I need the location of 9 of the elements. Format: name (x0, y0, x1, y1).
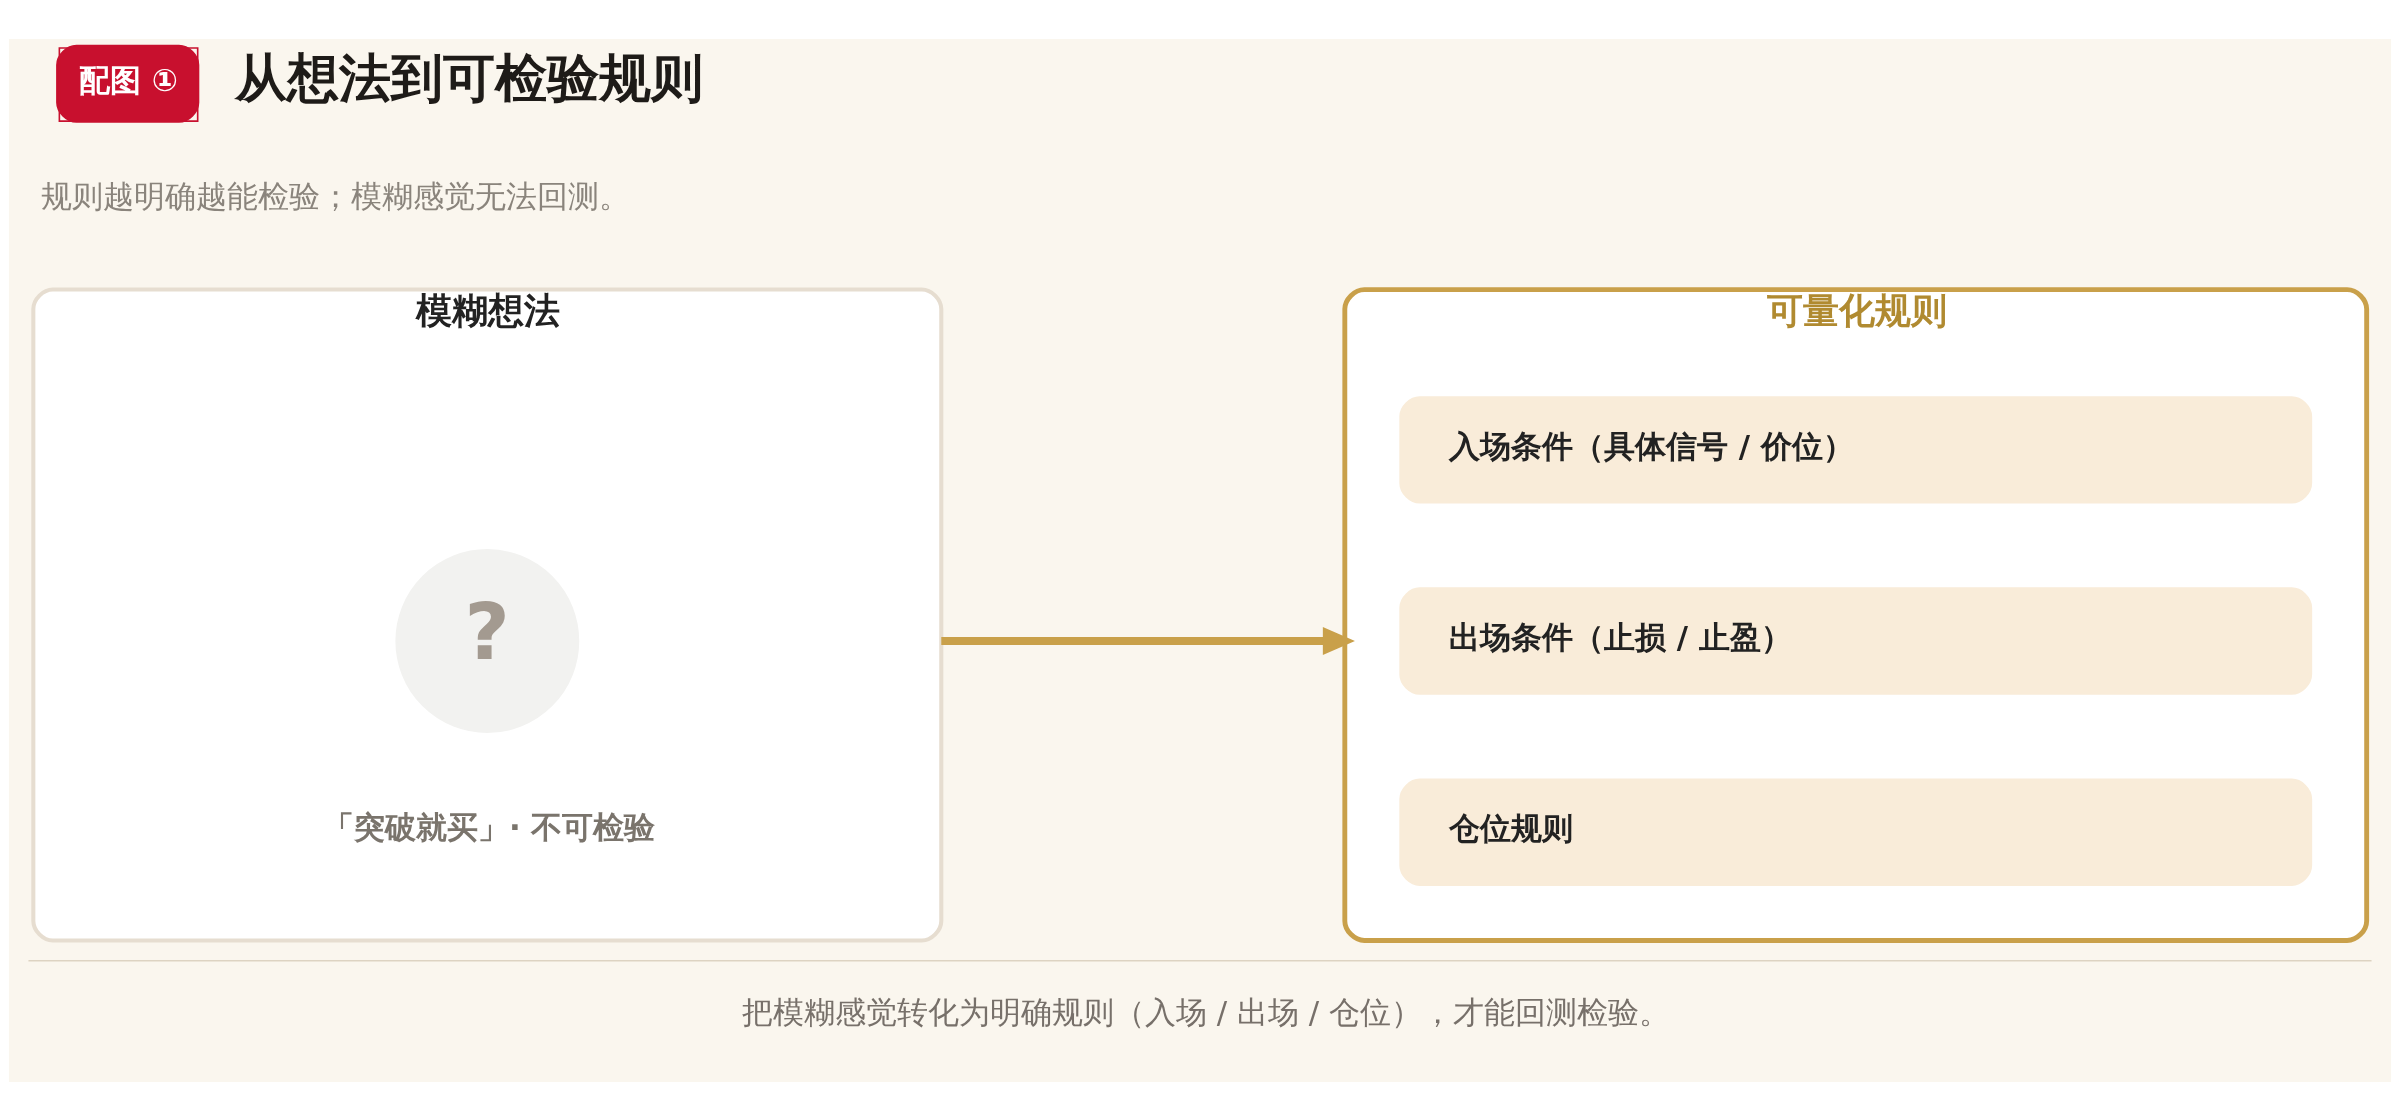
node-label: 「突破就买」· 不可检验 (322, 808, 656, 845)
node-box: 仓位规则 (1399, 778, 2313, 886)
arrow (941, 626, 1355, 655)
caption: 把模糊感觉转化为明确规则（入场 / 出场 / 仓位），才能回测检验。 (741, 993, 1671, 1030)
diagram-title: 从想法到可检验规则 (235, 47, 704, 108)
label: 配图 ① (78, 61, 178, 98)
label: 规则越明确越能检验；模糊感觉无法回测。 (41, 177, 631, 214)
node-box: 出场条件（止损 / 止盈） (1399, 586, 2313, 695)
node-box: 入场条件（具体信号 / 价位） (1399, 395, 2313, 504)
